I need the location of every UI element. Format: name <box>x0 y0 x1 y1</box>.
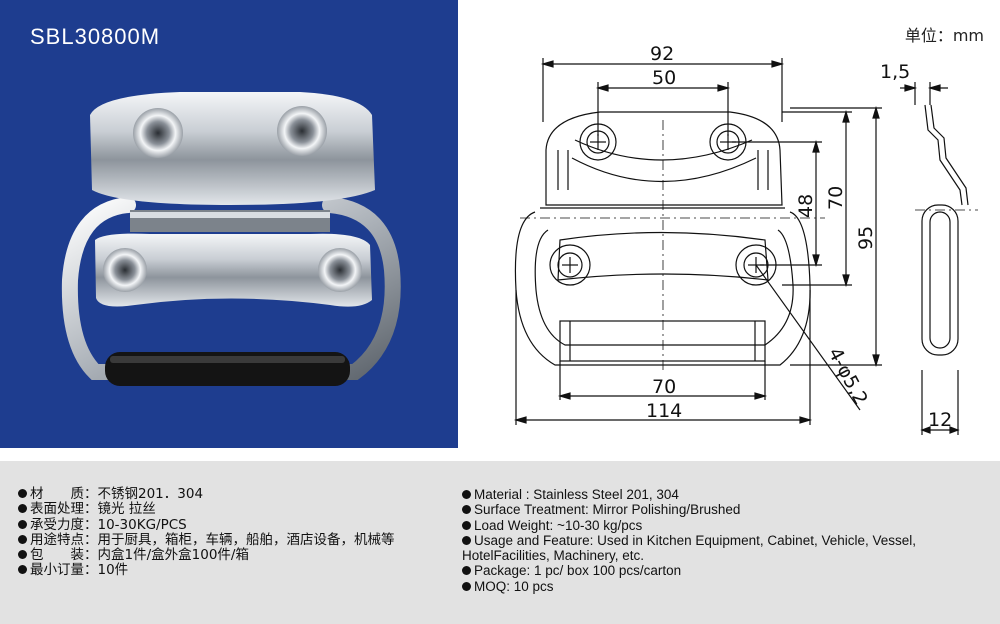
technical-drawing: 92 50 1,5 48 70 95 70 114 4-φ5,2 12 <box>513 43 978 435</box>
spec-list-chinese: 材 质：不锈钢201．304 表面处理：镜光 拉丝 承受力度：10-30KG/P… <box>18 486 395 579</box>
dim-hole-spec: 4-φ5,2 <box>824 344 872 409</box>
unit-label: 单位：mm <box>904 26 984 45</box>
spec-list-english: Material : Stainless Steel 201, 304 Surf… <box>462 487 916 594</box>
product-photo-panel: SBL30800M <box>0 0 458 448</box>
spec-row-moq-cn: 最小订量：10件 <box>18 563 395 578</box>
spec-row-surface-cn: 表面处理：镜光 拉丝 <box>18 502 395 517</box>
spec-row-surface-en: Surface Treatment: Mirror Polishing/Brus… <box>462 502 916 517</box>
bullet-icon <box>18 519 27 529</box>
dim-depth: 12 <box>928 409 952 431</box>
spec-row-load-cn: 承受力度：10-30KG/PCS <box>18 517 395 533</box>
bullet-icon <box>462 581 471 591</box>
bullet-icon <box>462 520 471 530</box>
spec-row-usage-en: Usage and Feature: Used in Kitchen Equip… <box>462 533 916 548</box>
spec-row-package-en: Package: 1 pc/ box 100 pcs/carton <box>462 563 916 578</box>
dim-total-width: 114 <box>646 400 682 422</box>
model-code: SBL30800M <box>30 24 161 49</box>
bullet-icon <box>18 565 27 575</box>
dim-top-hole-spacing: 50 <box>652 67 676 89</box>
spec-row-material-en: Material : Stainless Steel 201, 304 <box>462 487 916 502</box>
bullet-icon <box>18 534 27 544</box>
spec-panel: 材 质：不锈钢201．304 表面处理：镜光 拉丝 承受力度：10-30KG/P… <box>0 461 1000 624</box>
bullet-icon <box>18 489 27 498</box>
dim-thickness: 1,5 <box>880 61 910 83</box>
spec-row-package-cn: 包 装：内盒1件/盒外盒100件/箱 <box>18 548 395 563</box>
spec-row-load-en: Load Weight: ~10-30 kg/pcs <box>462 518 916 533</box>
bullet-icon <box>462 566 471 576</box>
bullet-icon <box>462 535 471 545</box>
dim-mount-height: 70 <box>825 186 847 210</box>
spec-row-usage-cn: 用途特点：用于厨具，箱柜，车辆，船舶，酒店设备，机械等 <box>18 532 395 548</box>
bullet-icon <box>18 504 27 514</box>
bullet-icon <box>462 490 471 499</box>
bullet-icon <box>462 505 471 515</box>
bullet-icon <box>18 550 27 560</box>
dim-grip-length: 70 <box>652 376 676 398</box>
dim-total-height: 95 <box>855 226 877 250</box>
dim-overall-width: 92 <box>650 43 674 65</box>
spec-row-usage-en-cont: HotelFacilities, Machinery, etc. <box>462 548 645 564</box>
product-photo <box>61 92 401 386</box>
dim-hole-vertical-spacing: 48 <box>795 194 817 218</box>
spec-row-material-cn: 材 质：不锈钢201．304 <box>18 486 395 502</box>
spec-row-moq-en: MOQ: 10 pcs <box>462 579 916 594</box>
